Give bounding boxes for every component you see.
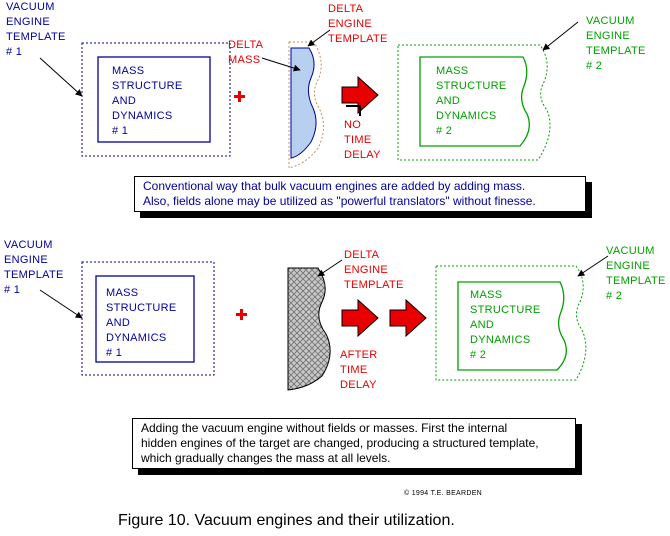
top-mass-structure-2-label: MASS STRUCTURE AND DYNAMICS # 2 [436, 65, 507, 137]
bottom-note-line-2: hidden engines of the target are changed… [141, 436, 539, 450]
bottom-delta-template-pointer [317, 259, 343, 277]
bottom-delta-engine-template-label: DELTA ENGINE TEMPLATE [344, 249, 404, 291]
bottom-delta-engine-shape [287, 267, 331, 391]
bottom-template-2-pointer [577, 255, 609, 277]
bottom-mass-structure-1-box [95, 275, 195, 363]
bottom-template-2-outline [435, 265, 587, 381]
top-mass-structure-2-box [419, 56, 530, 147]
top-no-time-delay-label: NO TIME DELAY [344, 119, 381, 161]
top-vacuum-template-1-label: VACUUM ENGINE TEMPLATE # 1 [6, 1, 66, 58]
top-delta-mass-label: DELTA MASS [228, 39, 264, 66]
top-mass-structure-1-label: MASS STRUCTURE AND DYNAMICS # 1 [112, 65, 183, 137]
bottom-template-1-outline [81, 261, 215, 376]
top-template-2-outline [397, 44, 551, 161]
bottom-time-arrow-1 [341, 298, 379, 338]
figure-caption: Figure 10. Vacuum engines and their util… [118, 512, 455, 529]
top-delta-engine-template-label: DELTA ENGINE TEMPLATE [328, 3, 388, 45]
top-delta-mass-pointer [261, 57, 301, 72]
top-note-line-2: Also, fields alone may be utilized as "p… [143, 194, 536, 208]
bottom-time-arrow-2 [389, 298, 427, 338]
top-explanation-note: Conventional way that bulk vacuum engine… [134, 176, 586, 212]
copyright: © 1994 T.E. BEARDEN [404, 490, 483, 497]
bottom-explanation-note: Adding the vacuum engine without fields … [132, 418, 576, 469]
top-template-2-pointer [542, 21, 579, 51]
top-template-1-outline [81, 42, 231, 157]
top-delta-engine-outline [288, 41, 324, 169]
top-template-1-pointer [39, 57, 83, 97]
bottom-after-time-delay-label: AFTER TIME DELAY [340, 349, 378, 391]
top-delta-template-pointer [307, 29, 331, 47]
bottom-vacuum-template-1-label: VACUUM ENGINE TEMPLATE # 1 [4, 239, 64, 296]
top-time-arrow [341, 75, 379, 115]
bottom-note-line-3: which gradually changes the mass at all … [141, 451, 391, 465]
bottom-mass-structure-2-label: MASS STRUCTURE AND DYNAMICS # 2 [470, 289, 541, 361]
top-vacuum-template-2-label: VACUUM ENGINE TEMPLATE # 2 [586, 15, 646, 72]
bottom-mass-structure-1-label: MASS STRUCTURE AND DYNAMICS # 1 [106, 287, 177, 359]
top-time-arrow-shadow [346, 105, 361, 116]
bottom-template-1-pointer [39, 289, 83, 319]
bottom-vacuum-template-2-label: VACUUM ENGINE TEMPLATE # 2 [606, 245, 666, 302]
bottom-plus-v [240, 309, 243, 320]
top-plus-v [238, 91, 241, 102]
top-note-line-1: Conventional way that bulk vacuum engine… [143, 179, 526, 193]
bottom-note-line-1: Adding the vacuum engine without fields … [141, 421, 508, 435]
bottom-mass-structure-2-box [457, 281, 567, 371]
top-delta-mass-shape [290, 47, 317, 159]
top-mass-structure-1-box [97, 56, 211, 143]
